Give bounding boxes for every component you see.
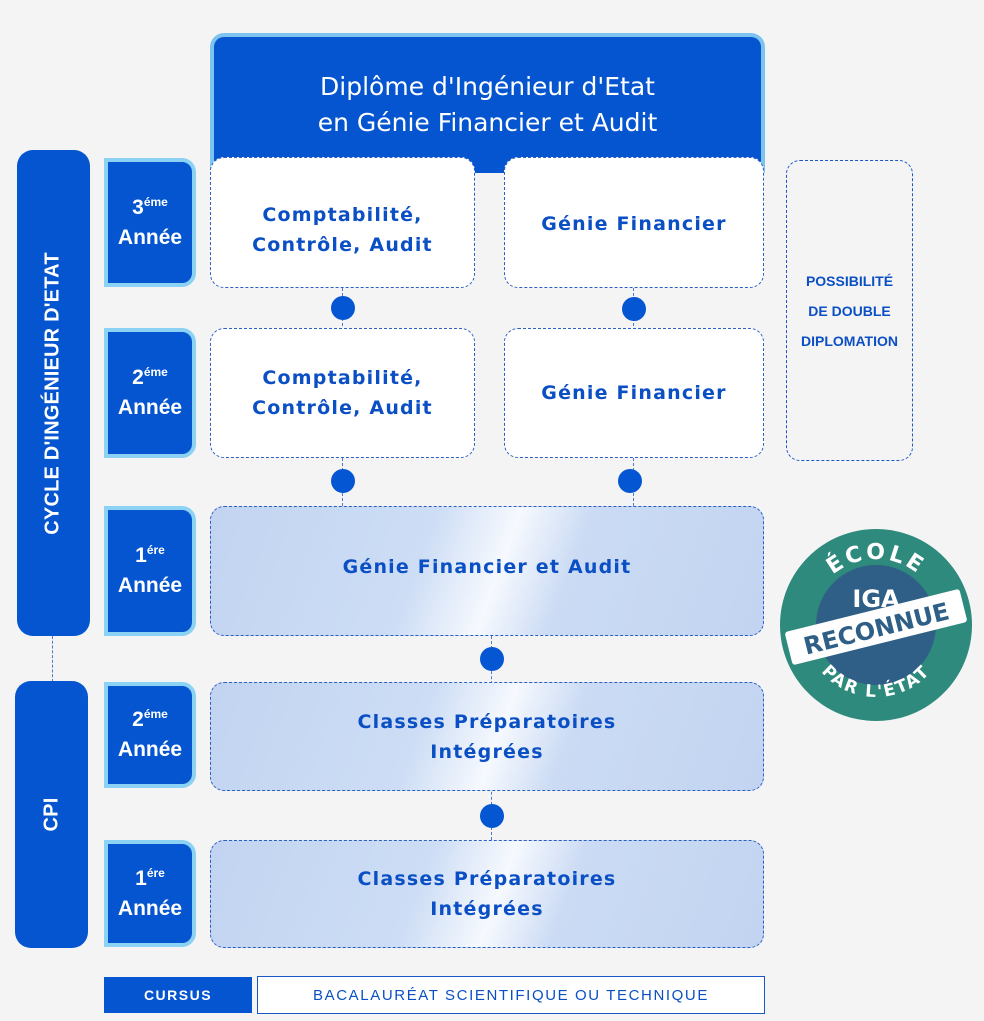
year-label: Année xyxy=(117,396,183,419)
connector-dot xyxy=(331,469,355,493)
year-number: 1 xyxy=(135,544,147,567)
box-y2-right-text: Génie Financier xyxy=(541,382,727,404)
year-label: Année xyxy=(117,574,183,597)
year-3-ingenieur: 3éme Année xyxy=(104,158,196,287)
box-y2-left-line2: Contrôle, Audit xyxy=(252,397,433,419)
year-number: 2 xyxy=(132,708,144,731)
connector-dot xyxy=(480,647,504,671)
box-y2-left-line1: Comptabilité, xyxy=(262,367,423,389)
box-y1-text: Génie Financier et Audit xyxy=(342,556,632,578)
cycle-cpi-text: CPI xyxy=(39,797,62,832)
cursus-label: CURSUS xyxy=(104,977,252,1013)
box-y3-left-line2: Contrôle, Audit xyxy=(252,233,433,256)
double-diploma-box: POSSIBILITÉ DE DOUBLE DIPLOMATION xyxy=(786,160,913,461)
double-diploma-line2: DE DOUBLE xyxy=(808,302,891,319)
cycle-ingenieur-text: CYCLE D'INGÉNIEUR D'ETAT xyxy=(42,251,64,535)
diploma-title-line2: en Génie Financier et Audit xyxy=(317,108,658,137)
double-diploma-line1: POSSIBILITÉ xyxy=(805,272,894,289)
year-number: 2 xyxy=(132,366,144,389)
year-1-cpi: 1ére Année xyxy=(104,840,196,947)
box-cpi1-classes: Classes Préparatoires Intégrées xyxy=(210,840,764,948)
connector-dot xyxy=(618,469,642,493)
box-y3-comptabilite: Comptabilité, Contrôle, Audit xyxy=(210,157,475,288)
year-2-cpi: 2éme Année xyxy=(104,682,196,788)
year-suffix: ére xyxy=(146,543,165,557)
bac-requirement: BACALAURÉAT SCIENTIFIQUE OU TECHNIQUE xyxy=(257,976,765,1014)
box-y3-right-text: Génie Financier xyxy=(541,212,727,235)
box-cpi2-line2: Intégrées xyxy=(430,740,544,763)
connector-cycles xyxy=(52,636,53,682)
year-number: 3 xyxy=(132,195,144,219)
cycle-cpi-label: CPI xyxy=(15,681,88,948)
year-number: 1 xyxy=(135,866,147,890)
connector-dot xyxy=(331,296,355,320)
year-suffix: éme xyxy=(143,365,168,379)
box-y1-genie-financier-audit: Génie Financier et Audit xyxy=(210,506,764,636)
year-label: Année xyxy=(117,738,183,761)
year-suffix: éme xyxy=(143,707,168,721)
diploma-title-line1: Diplôme d'Ingénieur d'Etat xyxy=(320,72,655,101)
box-cpi1-line2: Intégrées xyxy=(430,898,544,920)
box-cpi2-line1: Classes Préparatoires xyxy=(357,710,617,733)
box-y3-left-line1: Comptabilité, xyxy=(262,203,423,226)
box-cpi1-line1: Classes Préparatoires xyxy=(357,868,617,890)
year-label: Année xyxy=(117,225,183,249)
iga-recognition-seal: ÉCOLE PAR L'ÉTAT IGA RECONNUE xyxy=(780,529,972,721)
box-cpi2-classes: Classes Préparatoires Intégrées xyxy=(210,682,764,791)
cycle-ingenieur-label: CYCLE D'INGÉNIEUR D'ETAT xyxy=(17,150,90,636)
year-2-ingenieur: 2éme Année xyxy=(104,328,196,458)
year-1-ingenieur: 1ére Année xyxy=(104,506,196,636)
year-suffix: éme xyxy=(143,194,168,209)
box-y3-genie-financier: Génie Financier xyxy=(504,157,764,288)
box-y2-genie-financier: Génie Financier xyxy=(504,328,764,458)
connector-dot xyxy=(480,804,504,828)
double-diploma-line3: DIPLOMATION xyxy=(801,332,898,349)
year-label: Année xyxy=(117,896,183,920)
box-y2-comptabilite: Comptabilité, Contrôle, Audit xyxy=(210,328,475,458)
diploma-header: Diplôme d'Ingénieur d'Etat en Génie Fina… xyxy=(210,33,765,173)
year-suffix: ére xyxy=(146,865,165,880)
connector-dot xyxy=(622,297,646,321)
seal-ribbon xyxy=(785,589,967,665)
